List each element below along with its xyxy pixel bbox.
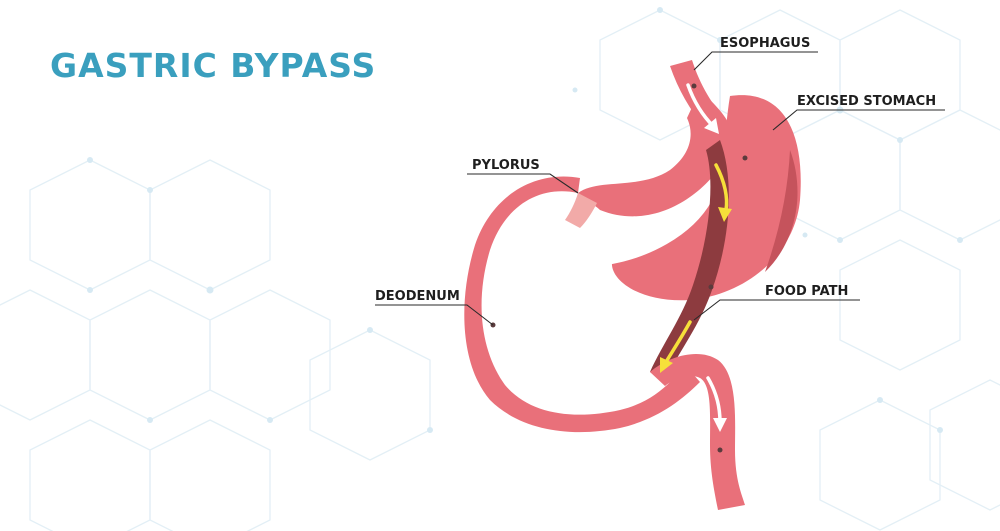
deodenum-arrowhead-bottom (572, 398, 585, 413)
label-pylorus: PYLORUS (472, 158, 540, 173)
deodenum-leader-line (375, 304, 494, 326)
label-excised-stomach: EXCISED STOMACH (797, 94, 936, 109)
label-esophagus: ESOPHAGUS (720, 36, 810, 51)
food-path-marker (708, 284, 714, 290)
esophagus-leader-line (693, 51, 818, 71)
intestine-marker (717, 447, 723, 453)
label-deodenum: DEODENUM (375, 289, 460, 304)
stomach-body (578, 90, 733, 217)
esophagus-marker (691, 83, 697, 89)
food-arrow-upper (714, 163, 729, 212)
food-path-leader-line (693, 299, 860, 321)
esophagus-arrowhead (704, 118, 719, 134)
label-food-path: FOOD PATH (765, 284, 848, 299)
excised-stomach-marker (742, 155, 748, 161)
deodenum-arrowhead-top (504, 235, 519, 250)
food-path (650, 140, 729, 380)
food-arrow-lower (664, 320, 692, 364)
excised-stomach (610, 95, 801, 301)
deodenum-arrow-bottom (518, 370, 577, 407)
page-title: GASTRIC BYPASS (50, 46, 377, 85)
pylorus-leader-line (467, 173, 579, 194)
food-arrowhead-upper (718, 207, 732, 222)
excised-stomach-leader-line (772, 109, 945, 131)
intestine (650, 353, 745, 510)
deodenum-arrow-top (510, 193, 557, 242)
intestine-arrowhead (713, 418, 727, 432)
pylorus (565, 193, 597, 228)
food-arrowhead-lower (660, 357, 673, 373)
